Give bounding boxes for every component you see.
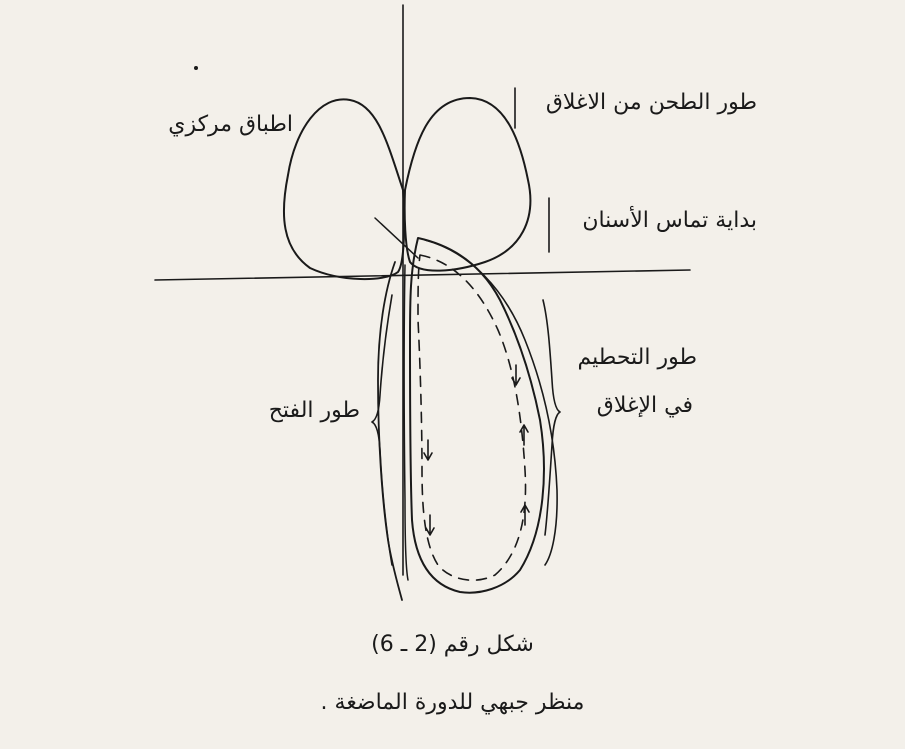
label-tooth-contact-start: بداية تماس الأسنان <box>582 208 757 234</box>
figure-title: منظر جبهي للدورة الماضغة . <box>0 690 905 715</box>
inner-dashed-path <box>418 255 526 580</box>
figure-number: شكل رقم (2 ـ 6) <box>0 632 905 657</box>
label-grinding-phase: طور الطحن من الاغلاق <box>546 90 757 116</box>
label-crushing-phase-line1: طور التحطيم <box>578 345 697 371</box>
arrow-down-left-lower <box>426 515 434 535</box>
outer-closing-path <box>410 238 544 593</box>
contact-diagonal-line <box>375 218 418 258</box>
right-upper-lobe <box>405 98 531 271</box>
label-centric-occlusion: اطباق مركزي <box>168 112 293 138</box>
arrow-up-right <box>520 425 528 445</box>
arrow-down-left <box>424 440 432 460</box>
horizontal-axis <box>155 270 690 280</box>
outer-right-stroke <box>425 240 557 565</box>
label-crushing-phase-line2: في الإغلاق <box>597 393 693 419</box>
opening-inner-path <box>404 265 408 580</box>
label-opening-phase: طور الفتح <box>269 398 360 424</box>
left-upper-lobe <box>284 99 404 279</box>
opening-bracket <box>372 295 392 565</box>
ink-dot <box>194 66 198 70</box>
